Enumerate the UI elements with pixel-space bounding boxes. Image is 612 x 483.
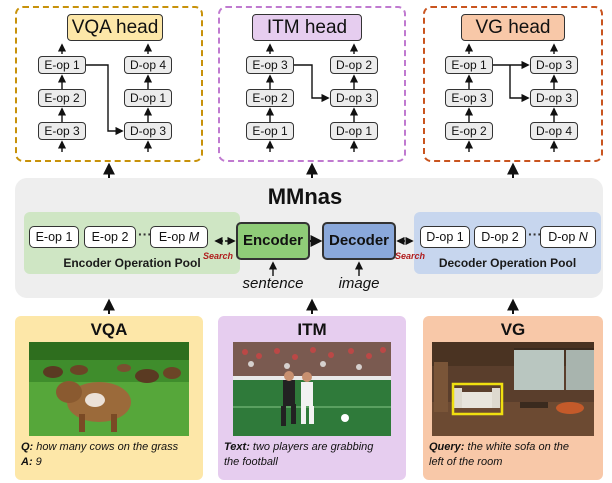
vqa-caption-line-2: A: 9 [21, 455, 201, 470]
vg-room-image [432, 342, 594, 436]
vg-task-title: VG [500, 320, 526, 339]
vqa-caption-key-a: A: [21, 456, 33, 468]
vqa-cows-image [29, 342, 189, 436]
vg-caption-key-query: Query: [429, 441, 465, 453]
decoder-pool-op-2: D-op 2 [474, 226, 526, 248]
vg-enc-op-2: E-op 3 [445, 89, 493, 107]
vqa-enc-op-3: E-op 3 [38, 122, 86, 140]
encoder-pool-op-2: E-op 2 [84, 226, 136, 248]
vqa-caption-answer: 9 [32, 456, 42, 468]
vg-caption-line-2: left of the room [429, 455, 601, 470]
vqa-enc-op-1: E-op 1 [38, 56, 86, 74]
vqa-dec-op-3: D-op 3 [124, 122, 172, 140]
itm-task-caption: Text: two players are grabbing the footb… [224, 440, 404, 470]
decoder-pool-op-1: D-op 1 [420, 226, 470, 248]
encoder-search-label: Search [203, 251, 234, 261]
vg-head-panel [423, 6, 603, 162]
encoder-pool-op-m-var: M [188, 230, 200, 244]
encoder-block: Encoder [236, 222, 310, 260]
decoder-block: Decoder [322, 222, 396, 260]
sentence-input-label: sentence [242, 275, 304, 292]
vqa-head-panel [15, 6, 203, 162]
encoder-pool-op-m-text: E-op [158, 230, 186, 244]
vg-task-caption: Query: the white sofa on the left of the… [429, 440, 601, 470]
mmnas-title: MMnas [267, 184, 343, 209]
decoder-pool-label: Decoder Operation Pool [438, 256, 577, 270]
encoder-pool-op-1: E-op 1 [29, 226, 79, 248]
vqa-caption-line-1: Q: how many cows on the grass [21, 440, 201, 455]
vqa-dec-op-1: D-op 4 [124, 56, 172, 74]
vg-enc-op-3: E-op 2 [445, 122, 493, 140]
encoder-pool-label: Encoder Operation Pool [63, 256, 201, 270]
itm-dec-op-3: D-op 1 [330, 122, 378, 140]
itm-dec-op-2: D-op 3 [330, 89, 378, 107]
itm-caption-line-2: the football [224, 455, 404, 470]
decoder-pool-op-n-text: D-op [548, 230, 576, 244]
vg-caption-text-2: left of the room [429, 456, 503, 468]
itm-dec-op-1: D-op 2 [330, 56, 378, 74]
encoder-pool-op-m: E-op M [150, 226, 208, 248]
itm-caption-text-2: the football [224, 456, 278, 468]
vqa-enc-op-2: E-op 2 [38, 89, 86, 107]
decoder-search-label: Search [395, 251, 426, 261]
vg-dec-op-3: D-op 4 [530, 122, 578, 140]
vqa-task-caption: Q: how many cows on the grass A: 9 [21, 440, 201, 470]
vg-head-title: VG head [461, 14, 565, 41]
vg-caption-text-1: the white sofa on the [464, 441, 570, 453]
vqa-dec-op-2: D-op 1 [124, 89, 172, 107]
vqa-task-title: VQA [90, 320, 128, 339]
itm-head-title: ITM head [252, 14, 362, 41]
vg-dec-op-1: D-op 3 [530, 56, 578, 74]
vg-caption-line-1: Query: the white sofa on the [429, 440, 601, 455]
itm-enc-op-1: E-op 3 [246, 56, 294, 74]
decoder-pool-op-n-var: N [578, 230, 588, 244]
itm-head-panel [218, 6, 406, 162]
itm-enc-op-2: E-op 2 [246, 89, 294, 107]
itm-enc-op-3: E-op 1 [246, 122, 294, 140]
vqa-caption-question: how many cows on the grass [33, 441, 179, 453]
vqa-caption-key-q: Q: [21, 441, 34, 453]
itm-caption-text-1: two players are grabbing [249, 441, 374, 453]
itm-football-image [233, 342, 391, 436]
vg-dec-op-2: D-op 3 [530, 89, 578, 107]
vqa-head-title: VQA head [67, 14, 163, 41]
decoder-pool-op-n: D-op N [540, 226, 596, 248]
vg-enc-op-1: E-op 1 [445, 56, 493, 74]
itm-caption-key-text: Text: [224, 441, 250, 453]
itm-task-title: ITM [297, 320, 327, 339]
image-input-label: image [338, 275, 380, 292]
itm-caption-line-1: Text: two players are grabbing [224, 440, 404, 455]
